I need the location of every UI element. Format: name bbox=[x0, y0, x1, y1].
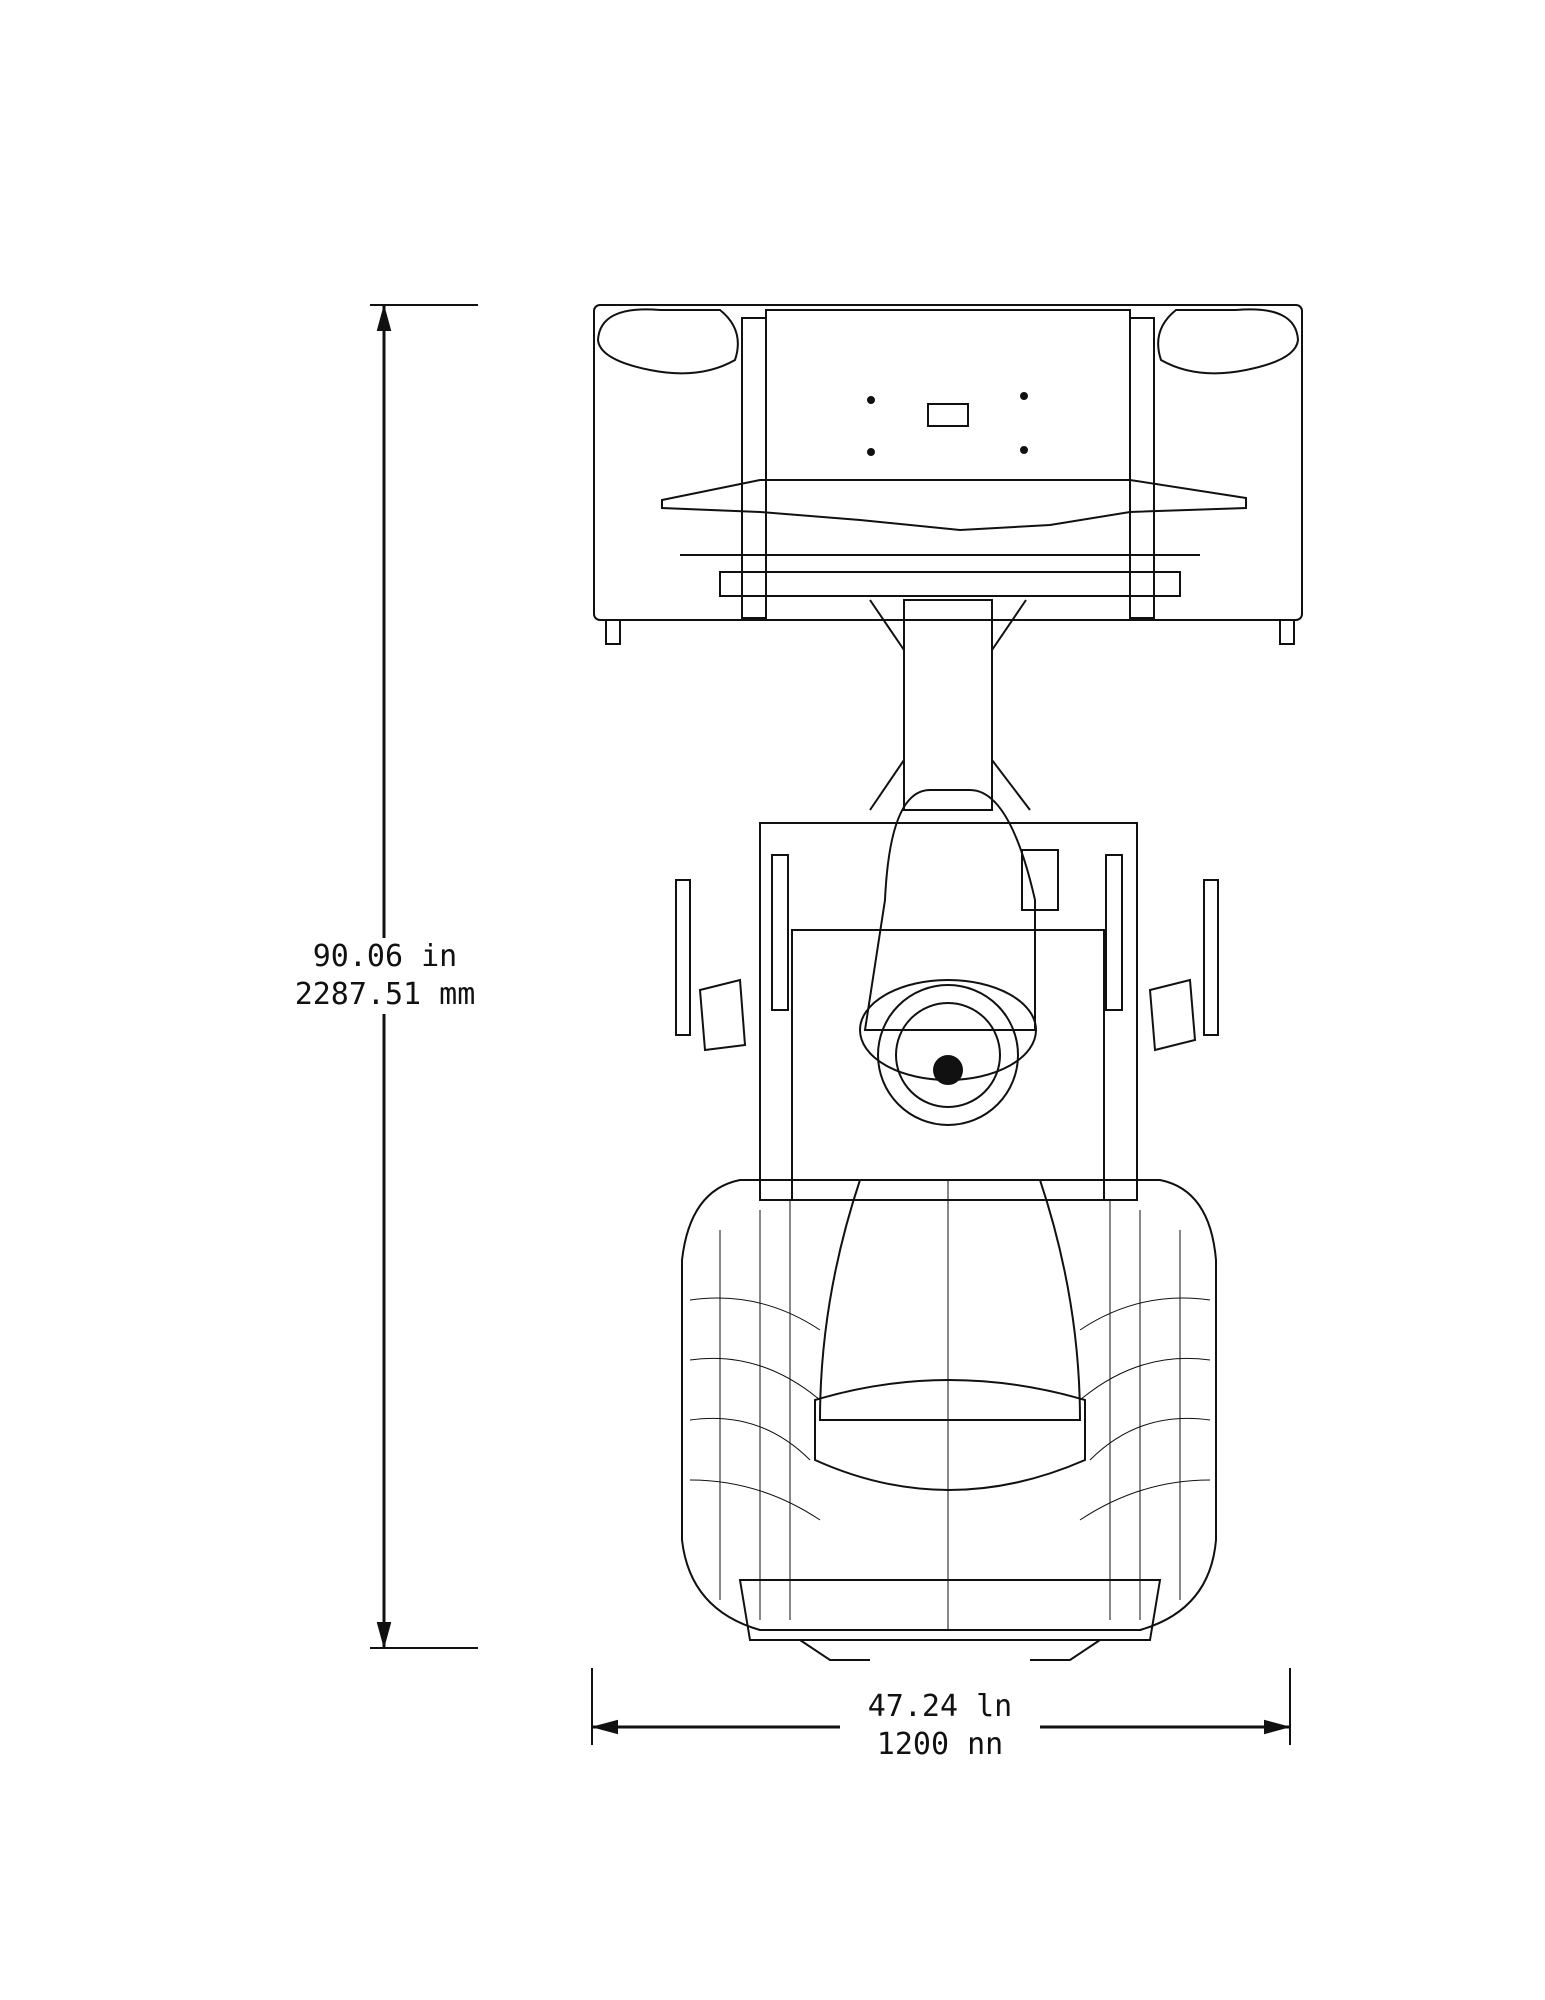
height-dimension-label: 90.06 in 2287.51 mm bbox=[270, 938, 500, 1014]
width-millimeters: 1200 nn bbox=[876, 1727, 1004, 1762]
width-inches: 47.24 ln bbox=[867, 1689, 1013, 1724]
seat bbox=[681, 1179, 1217, 1661]
steering-wheel bbox=[859, 789, 1037, 1126]
height-inches: 90.06 in bbox=[312, 939, 458, 974]
monitor-assembly bbox=[593, 304, 1303, 645]
center-post bbox=[869, 599, 1031, 811]
cockpit-frame bbox=[675, 822, 1219, 1201]
height-millimeters: 2287.51 mm bbox=[294, 977, 476, 1012]
width-dimension-label: 47.24 ln 1200 nn bbox=[840, 1688, 1040, 1764]
